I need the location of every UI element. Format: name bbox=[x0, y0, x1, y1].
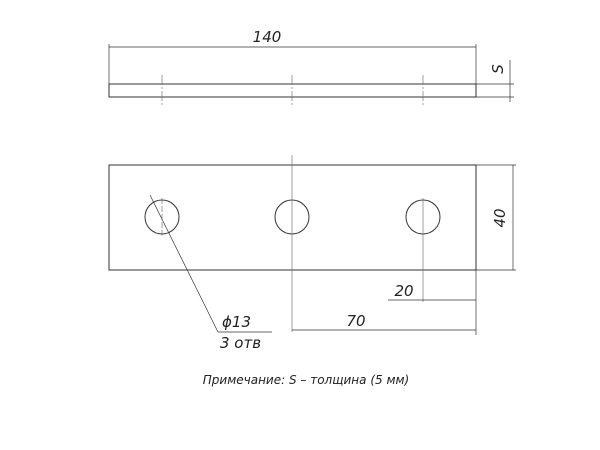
dim-length-label: 140 bbox=[253, 28, 282, 46]
dim-thickness-lines bbox=[476, 60, 514, 102]
dim-offset-label: 20 bbox=[394, 282, 413, 300]
hole-diameter-label: ϕ13 bbox=[222, 313, 251, 331]
dim-offset-lines bbox=[292, 270, 477, 335]
dim-width-label: 40 bbox=[491, 208, 509, 227]
top-view-centerlines bbox=[161, 75, 424, 106]
hole-count-label: 3 отв bbox=[220, 334, 261, 352]
plate-top-view bbox=[108, 83, 477, 98]
front-view-centerlines bbox=[161, 155, 424, 332]
plate-front-view bbox=[108, 164, 477, 271]
dim-thickness-label: S bbox=[489, 64, 507, 74]
dim-pitch-label: 70 bbox=[346, 312, 365, 330]
dim-width-lines bbox=[476, 164, 516, 271]
dim-length-lines bbox=[108, 44, 477, 84]
hole-leader bbox=[149, 194, 272, 333]
drawing-note: Примечание: S – толщина (5 мм) bbox=[203, 373, 409, 387]
